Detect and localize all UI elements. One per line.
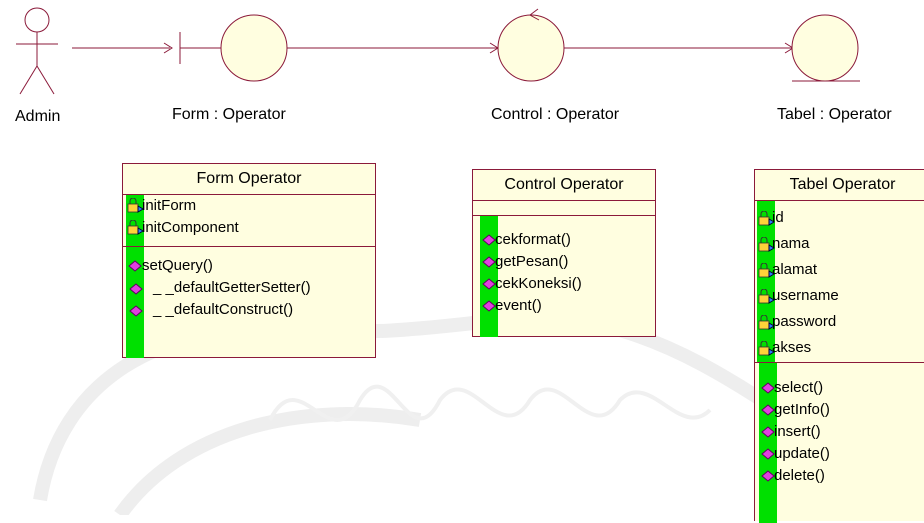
attribute-row: initForm <box>123 195 375 217</box>
private-attribute-icon <box>757 340 775 356</box>
operation-icon <box>480 232 498 248</box>
operation-name: cekKoneksi() <box>495 275 582 292</box>
attribute-name: akses <box>772 339 812 356</box>
private-attribute-icon <box>757 314 775 330</box>
class-form-operator: Form Operator initForm initComponent set… <box>122 163 376 358</box>
operation-row: insert() <box>755 421 924 443</box>
attribute-row: nama <box>755 231 924 257</box>
operation-name: _ _defaultGetterSetter() <box>153 279 311 296</box>
entity-object-icon <box>791 14 860 82</box>
class-title: Form Operator <box>123 164 375 195</box>
attributes-section: id nama alamat username password akses <box>755 201 924 363</box>
protected-operation-icon <box>126 280 144 296</box>
private-attribute-icon <box>757 236 775 252</box>
operation-name: select() <box>774 379 824 396</box>
operation-icon <box>480 276 498 292</box>
operation-icon <box>480 298 498 314</box>
operations-section: cekformat() getPesan() cekKoneksi() even… <box>473 216 655 337</box>
operation-icon <box>480 254 498 270</box>
form-object-label: Form : Operator <box>172 106 286 123</box>
operation-row: delete() <box>755 465 924 487</box>
operation-row: getInfo() <box>755 399 924 421</box>
arrow-head <box>163 42 173 54</box>
attribute-row: alamat <box>755 257 924 283</box>
operation-name: getPesan() <box>495 253 569 270</box>
operation-name: setQuery() <box>142 257 213 274</box>
private-attribute-icon <box>757 262 775 278</box>
actor-figure-icon <box>16 7 58 95</box>
operation-icon <box>126 258 144 274</box>
operation-name: event() <box>495 297 542 314</box>
operation-name: cekformat() <box>495 231 571 248</box>
control-object-label: Control : Operator <box>491 106 620 123</box>
attribute-row: username <box>755 283 924 309</box>
marker-bar <box>759 363 777 523</box>
operation-row: _ _defaultGetterSetter() <box>123 277 375 299</box>
attribute-name: id <box>772 209 784 226</box>
operation-row: setQuery() <box>123 255 375 277</box>
class-control-operator: Control Operator cekformat() getPesan() … <box>472 169 656 337</box>
attribute-name: initForm <box>142 197 197 214</box>
boundary-object-icon <box>179 14 288 82</box>
attributes-section: initForm initComponent <box>123 195 375 247</box>
attribute-row: id <box>755 205 924 231</box>
operation-name: delete() <box>774 467 825 484</box>
private-attribute-icon <box>757 288 775 304</box>
operation-row: update() <box>755 443 924 465</box>
attribute-name: username <box>772 287 839 304</box>
attribute-name: initComponent <box>142 219 239 236</box>
attribute-row: password <box>755 309 924 335</box>
operation-row: cekformat() <box>473 229 655 251</box>
operation-row: getPesan() <box>473 251 655 273</box>
operation-row: select() <box>755 377 924 399</box>
operation-icon <box>759 402 777 418</box>
operation-icon <box>759 424 777 440</box>
operation-row: cekKoneksi() <box>473 273 655 295</box>
operation-name: insert() <box>774 423 821 440</box>
class-title: Control Operator <box>473 170 655 201</box>
operation-row: _ _defaultConstruct() <box>123 299 375 321</box>
attribute-row: initComponent <box>123 217 375 239</box>
actor-label: Admin <box>15 108 61 125</box>
class-tabel-operator: Tabel Operator id nama alamat username p <box>754 169 924 523</box>
attribute-name: alamat <box>772 261 818 278</box>
operation-icon <box>759 446 777 462</box>
operations-section: select() getInfo() insert() update() del… <box>755 363 924 523</box>
operation-icon <box>759 468 777 484</box>
control-object-icon <box>497 8 565 82</box>
operation-name: _ _defaultConstruct() <box>153 301 294 318</box>
attribute-name: nama <box>772 235 810 252</box>
operation-icon <box>759 380 777 396</box>
private-attribute-icon <box>757 210 775 226</box>
operation-row: event() <box>473 295 655 317</box>
attributes-section <box>473 201 655 216</box>
private-attribute-icon <box>126 197 144 214</box>
operations-section: setQuery() _ _defaultGetterSetter() _ _d… <box>123 247 375 358</box>
operation-name: getInfo() <box>774 401 830 418</box>
operation-name: update() <box>774 445 830 462</box>
marker-bar <box>126 247 144 358</box>
attribute-name: password <box>772 313 837 330</box>
tabel-object-label: Tabel : Operator <box>777 106 892 123</box>
private-attribute-icon <box>126 219 144 236</box>
class-title: Tabel Operator <box>755 170 924 201</box>
protected-operation-icon <box>126 302 144 318</box>
attribute-row: akses <box>755 335 924 361</box>
